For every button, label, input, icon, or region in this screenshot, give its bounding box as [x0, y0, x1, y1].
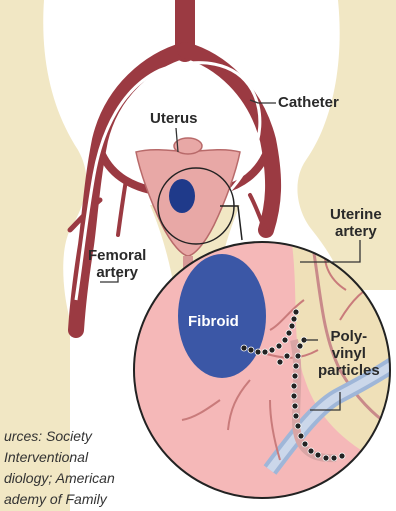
label-poly-line1: Poly-	[318, 328, 380, 345]
label-polyvinyl-particles: Poly- vinyl particles	[318, 328, 380, 379]
sources-line1: urces: Society	[4, 426, 164, 447]
sources-line3: diology; American	[4, 468, 164, 489]
sources-credit: urces: Society Interventional diology; A…	[4, 426, 164, 510]
label-catheter: Catheter	[278, 94, 339, 111]
label-uterus: Uterus	[150, 110, 198, 127]
label-fibroid: Fibroid	[188, 313, 239, 330]
sources-line2: Interventional	[4, 447, 164, 468]
label-poly-line2: vinyl	[318, 345, 380, 362]
label-uterine-artery: Uterine artery	[330, 206, 382, 240]
label-femoral-artery: Femoral artery	[88, 247, 146, 281]
small-fibroid	[169, 179, 195, 213]
label-uterine-artery-line1: Uterine	[330, 206, 382, 223]
sources-line4: ademy of Family	[4, 489, 164, 510]
label-femoral-artery-line2: artery	[88, 264, 146, 281]
label-femoral-artery-line1: Femoral	[88, 247, 146, 264]
label-poly-line3: particles	[318, 362, 380, 379]
label-uterine-artery-line2: artery	[330, 223, 382, 240]
